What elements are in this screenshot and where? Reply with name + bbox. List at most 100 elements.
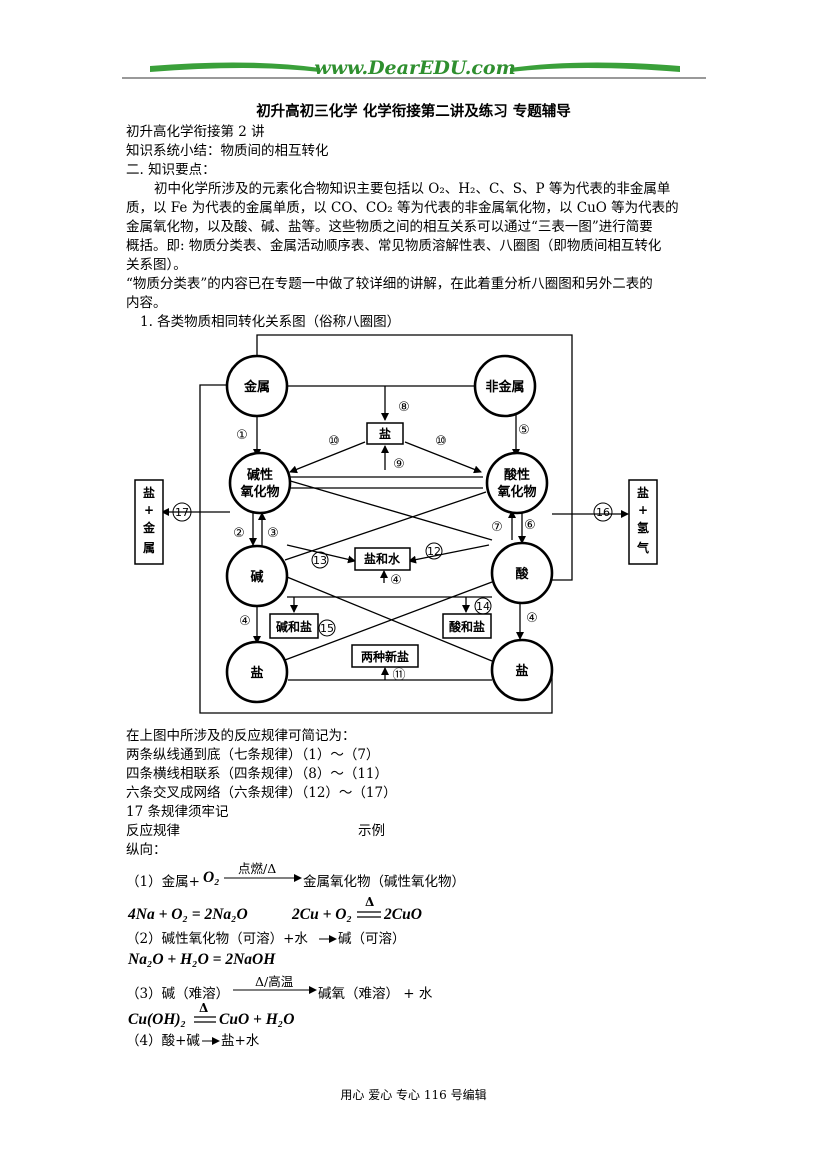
rule-num-12: 12 [427,545,441,558]
header-logo: www.DearEDU.com [122,57,706,79]
box-base-salt [269,613,319,639]
rule-num-6: ⑥ [524,518,536,533]
label-basic-oxide-1: 碱性 [247,467,273,483]
paragraph-line: “物质分类表”的内容已在专题一中做了较详细的讲解，在此着重分析八圈图和另外二表的 [126,276,653,292]
node-salt-left [225,640,289,704]
rules-line: 四条横线相联系（四条规律）（8）～（11） [126,766,389,782]
rule-num-2: ② [233,526,245,541]
label-salt-metal-3: 金 [142,520,156,535]
label-salt-metal-1: 盐 [143,485,155,500]
label-salt-metal-4: 属 [143,541,155,555]
section-summary: 知识系统小结：物质间的相互转化 [126,143,329,159]
box-salt-hydrogen [628,479,658,565]
reaction-4-prefix: （4）酸+碱 [126,1033,200,1049]
box-salt-metal [134,479,164,565]
figure-caption: 1. 各类物质相同转化关系图（俗称八圈图） [140,314,401,330]
node-base [225,544,289,608]
reaction-1-condition: 点燃/Δ [238,861,277,876]
reaction-2-text: （2）碱性氧化物（可溶）+水 [126,931,308,947]
label-salt-hydrogen-3: 氢 [637,520,649,535]
rule-num-10a: ⑩ [328,434,340,449]
label-salt-water: 盐和水 [364,551,401,566]
equation-1b-left: 2Cu + O₂ [292,906,352,923]
label-salt-top: 盐 [379,426,391,441]
label-salt-right: 盐 [515,663,528,679]
paragraph-line: 金属氧化物，以及酸、碱、盐等。这些物质之间的相互关系可以通过“三表一图”进行简要 [126,219,653,235]
site-logo-text: www.DearEDU.com [314,57,515,79]
rule-num-13: 13 [313,554,327,567]
node-metal [225,354,289,418]
equals-sign-icon [357,911,381,918]
paragraph-line: 质，以 Fe 为代表的金属单质，以 CO、CO₂ 等为代表的非金属氧化物，以 C… [126,200,679,216]
equation-1b-right: 2CuO [384,906,422,923]
label-acid-salt: 酸和盐 [449,619,485,634]
equals-sign-icon [194,1016,216,1023]
reaction-4-product: 盐+水 [221,1033,260,1049]
rule-num-10b: ⑩ [435,434,447,449]
reaction-arrow-icon [224,874,302,882]
label-acid: 酸 [515,566,529,582]
rule-num-4b: ④ [390,573,402,588]
rules-line: 两条纵线通到底（七条规律）（1）～（7） [126,747,380,763]
paragraph-line: 初中化学所涉及的元素化合物知识主要包括以 O₂、H₂、C、S、P 等为代表的非金… [154,181,671,197]
rule-num-4a: ④ [239,614,251,629]
rule-num-15: 15 [320,622,334,635]
equation-3-left: Cu(OH)₂ [128,1011,186,1028]
rule-num-8: ⑧ [398,400,410,415]
rule-num-3: ③ [267,526,279,541]
paragraph-line: 内容。 [126,295,167,311]
equation-2: Na₂O + H₂O = 2NaOH [128,951,276,968]
label-nonmetal: 非金属 [485,379,524,395]
equation-1b-condition: Δ [365,895,375,909]
label-salt-hydrogen-2: + [638,503,648,517]
label-two-new-salts: 两种新盐 [361,649,409,664]
label-salt-left: 盐 [250,665,263,681]
reaction-3-condition: Δ/高温 [255,974,294,989]
label-salt-hydrogen-1: 盐 [637,485,649,500]
rule-num-17: 17 [175,506,189,519]
equation-3-condition: Δ [199,1001,209,1015]
rule-num-1: ① [236,428,248,443]
node-basic-oxide [228,451,292,515]
equation-1a: 4Na + O₂ = 2Na₂O [128,906,248,923]
box-salt-water [354,547,411,571]
label-base-salt: 碱和盐 [276,619,312,634]
node-acid [490,541,554,605]
node-salt-right [490,638,554,702]
reaction-arrow-icon [202,1037,220,1045]
reaction-1-oxygen: O₂ [203,869,220,886]
rule-num-7: ⑦ [491,520,503,535]
rule-num-9: ⑨ [393,457,405,472]
page-footer: 用心 爱心 专心 116 号编辑 [340,1088,487,1102]
rule-num-14: 14 [476,600,490,613]
page-title: 初升高初三化学 化学衔接第二讲及练习 专题辅导 [256,103,571,120]
column-example: 示例 [358,823,385,839]
reaction-2-product: 碱（可溶） [338,931,406,947]
label-salt-hydrogen-4: 气 [636,540,649,555]
reaction-3-prefix: （3）碱（难溶） [126,986,230,1002]
equation-3-right: CuO + H₂O [219,1011,295,1028]
label-salt-metal-2: + [144,503,154,517]
node-nonmetal [473,354,537,418]
reaction-1-product: 金属氧化物（碱性氧化物） [303,874,465,890]
paragraph-line: 概括。即: 物质分类表、金属活动顺序表、常见物质溶解性表、八圈图（即物质间相互转… [126,238,662,254]
label-base: 碱 [250,569,263,585]
box-two-new-salts [351,644,419,668]
reaction-arrow-icon [233,986,317,994]
rules-line: 17 条规律须牢记 [126,804,229,820]
label-acid-oxide-2: 氧化物 [496,484,536,500]
vertical-heading: 纵向： [126,842,167,858]
label-basic-oxide-2: 氧化物 [239,484,279,500]
rule-num-16: 16 [596,506,610,519]
eight-circle-diagram: 金属 非金属 碱性 氧化物 酸性 氧化物 碱 酸 盐 盐 盐 盐和水 碱和盐 酸… [134,334,658,714]
label-acid-oxide-1: 酸性 [504,467,530,483]
reaction-1-prefix: （1）金属+ [126,874,200,890]
column-reaction-rule: 反应规律 [126,823,180,839]
reaction-3-product: 碱氧（难溶） + 水 [318,986,433,1002]
node-acid-oxide [485,451,549,515]
label-metal: 金属 [243,379,270,395]
rules-intro: 在上图中所涉及的反应规律可简记为： [126,728,356,744]
rules-line: 六条交叉成网络（六条规律）（12）～（17） [126,785,397,801]
rule-num-11: ⑪ [392,668,405,683]
rule-num-4c: ④ [526,611,538,626]
